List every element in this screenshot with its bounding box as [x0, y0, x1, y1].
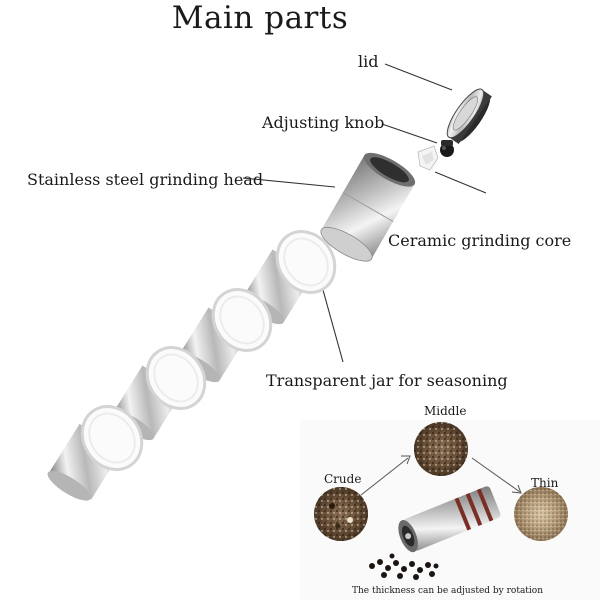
ceramic-core-part: [417, 145, 439, 171]
jar-4: [47, 405, 144, 501]
lid-part: [446, 88, 492, 145]
leader-jar: [322, 289, 344, 363]
label-grinding-core: Ceramic grinding core: [388, 231, 572, 250]
leader-head: [242, 177, 336, 188]
peppercorns: [369, 553, 439, 580]
leader-core: [434, 171, 487, 194]
thin-pepper-pile: [514, 487, 568, 541]
label-lid: lid: [358, 52, 379, 71]
leader-knob: [381, 123, 438, 144]
label-adjusting-knob: Adjusting knob: [262, 113, 385, 132]
leader-lines: [242, 63, 487, 363]
diagram-title: Main parts: [171, 0, 349, 36]
label-crude: Crude: [324, 472, 362, 486]
adjusting-knob-part: [440, 140, 454, 157]
inset-caption: The thickness can be adjusted by rotatio…: [352, 586, 544, 596]
label-grinding-head: Stainless steel grinding head: [27, 170, 264, 189]
inset-arrows: [360, 455, 522, 496]
mini-grinder: [398, 486, 501, 553]
label-jar: Transparent jar for seasoning: [266, 371, 508, 390]
grinding-head-part: [320, 152, 416, 262]
label-middle: Middle: [424, 404, 467, 418]
crude-pepper-pile: [314, 487, 368, 541]
leader-lid: [384, 63, 453, 91]
middle-pepper-pile: [414, 422, 468, 476]
coarseness-inset: [300, 420, 600, 600]
label-thin: Thin: [531, 476, 559, 490]
